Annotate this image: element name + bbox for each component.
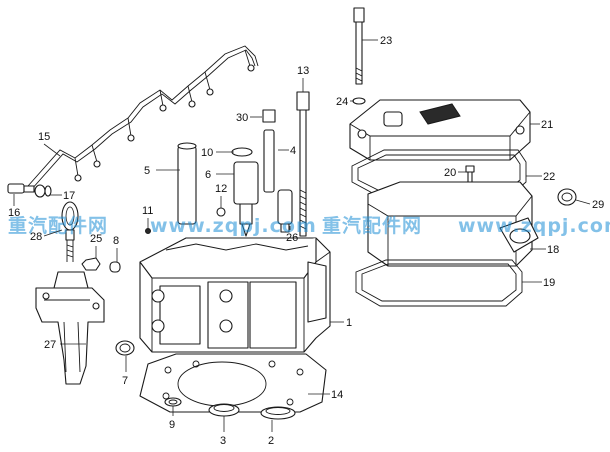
o-ring-small <box>115 340 135 356</box>
watermark-text-middle2: 重汽配件网 <box>322 214 422 237</box>
callout-18: 18 <box>547 244 559 256</box>
watermark-text-right: www.zqpj.com <box>458 215 610 237</box>
callout-30: 30 <box>236 112 248 124</box>
callout-25: 25 <box>90 233 102 245</box>
callout-28: 28 <box>30 231 42 243</box>
callout-3: 3 <box>220 435 226 447</box>
callout-26: 26 <box>286 232 298 244</box>
sealing-ring-10 <box>231 147 253 157</box>
guide-tube <box>263 129 275 193</box>
plug <box>109 261 121 273</box>
callout-10: 10 <box>201 147 213 159</box>
callout-29: 29 <box>592 199 604 211</box>
cover-bolt <box>353 7 365 85</box>
fuel-injector <box>233 161 259 237</box>
lifting-eye <box>61 201 79 262</box>
watermark-text-left: 重汽配件网 <box>8 214 108 237</box>
fuel-injection-pipe <box>27 45 259 191</box>
callout-6: 6 <box>205 169 211 181</box>
washer <box>164 397 182 407</box>
callout-20: 20 <box>444 167 456 179</box>
watermark-text-middle: www.zqpj.com <box>150 215 317 237</box>
callout-15: 15 <box>38 131 50 143</box>
injector-sleeve <box>177 142 197 225</box>
callout-7: 7 <box>122 375 128 387</box>
callout-24: 24 <box>336 96 348 108</box>
engine-bracket <box>35 271 105 385</box>
callout-1: 1 <box>346 317 352 329</box>
callout-labels: 1 2 3 4 5 6 7 8 9 10 11 12 13 14 15 16 1… <box>8 35 604 447</box>
seal-ring-medium <box>208 403 240 417</box>
cylinder-head-housing <box>367 181 539 267</box>
tube-26 <box>277 189 293 233</box>
callout-14: 14 <box>331 389 343 401</box>
watermark: 重汽配件网 www.zqpj.com 重汽配件网 www.zqpj.com <box>8 214 610 237</box>
seal-ring-large <box>260 406 296 420</box>
callout-8: 8 <box>113 235 119 247</box>
callout-27: 27 <box>44 339 56 351</box>
callout-12: 12 <box>215 183 227 195</box>
nut-30 <box>262 109 276 123</box>
callout-23: 23 <box>380 35 392 47</box>
valve-cover <box>349 99 531 161</box>
callout-19: 19 <box>543 277 555 289</box>
callout-4: 4 <box>290 145 296 157</box>
callout-21: 21 <box>541 119 553 131</box>
callout-11: 11 <box>142 205 153 217</box>
cylinder-head <box>139 237 331 353</box>
callout-2: 2 <box>268 435 274 447</box>
callout-13: 13 <box>297 65 309 77</box>
callout-16: 16 <box>8 207 20 219</box>
oil-seal <box>557 188 577 206</box>
callout-17: 17 <box>63 190 75 202</box>
valve-cover-gasket <box>351 149 527 197</box>
callout-9: 9 <box>169 419 175 431</box>
callout-22: 22 <box>543 171 555 183</box>
callout-5: 5 <box>144 165 150 177</box>
housing-gasket <box>355 259 523 307</box>
banjo-bolt <box>7 183 52 198</box>
nut <box>81 257 101 271</box>
leader-lines <box>13 39 591 432</box>
washer-24 <box>352 97 366 105</box>
